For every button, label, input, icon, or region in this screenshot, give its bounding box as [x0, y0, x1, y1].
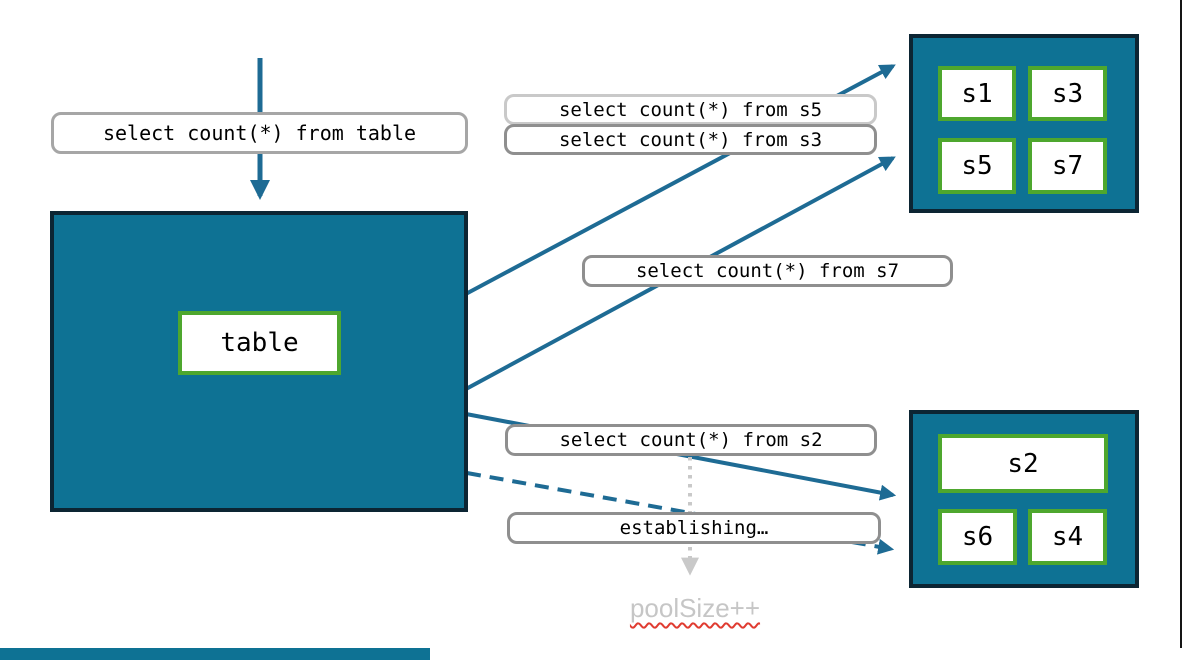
shard-s2: s2	[938, 434, 1108, 493]
shard-s7: s7	[1028, 138, 1107, 194]
shard-s1: s1	[938, 66, 1016, 121]
poolsize-note: poolSize++	[555, 593, 835, 624]
table-chip: table	[178, 311, 341, 375]
label-establishing: establishing…	[507, 512, 881, 544]
label-query-from-table: select count(*) from table	[51, 112, 468, 154]
table-node: table	[50, 211, 468, 512]
label-query-from-s2: select count(*) from s2	[505, 424, 877, 456]
shard-s5: s5	[938, 138, 1016, 194]
poolsize-text: poolSize++	[629, 593, 761, 623]
slide-bottom-accent-bar	[0, 648, 430, 660]
label-query-from-s7: select count(*) from s7	[582, 255, 953, 287]
label-query-from-s3: select count(*) from s3	[504, 124, 877, 155]
shard-group-top: s1 s3 s5 s7	[909, 34, 1139, 213]
shard-s4: s4	[1028, 509, 1107, 565]
label-query-from-s5: select count(*) from s5	[504, 94, 877, 125]
shard-s6: s6	[938, 509, 1017, 565]
shard-s3: s3	[1028, 66, 1107, 121]
shard-group-bottom: s2 s6 s4	[909, 410, 1139, 588]
slide-right-border	[1180, 0, 1182, 648]
